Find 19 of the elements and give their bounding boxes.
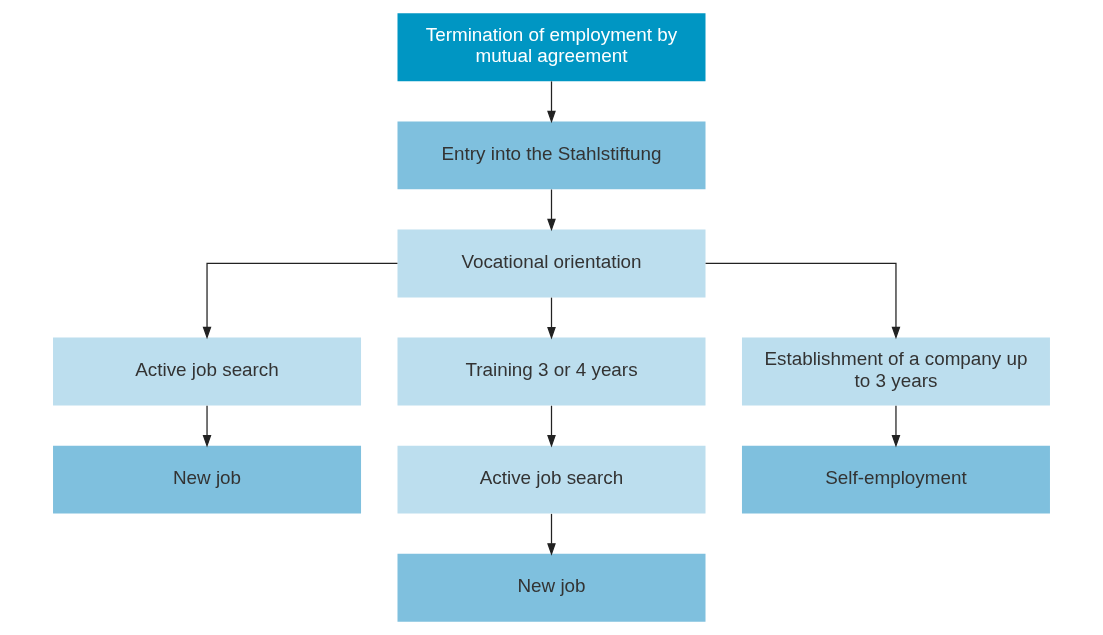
arrow — [202, 405, 212, 448]
node-box: Establishment of a company up to 3 years — [741, 337, 1050, 406]
node-box: Training 3 or 4 years — [397, 337, 706, 406]
node-box: New job — [53, 445, 362, 514]
node-box: Vocational orientation — [397, 229, 706, 298]
node-box: Self-employment — [741, 445, 1050, 514]
node-box: Entry into the Stahlstiftung — [397, 121, 706, 190]
arrow — [547, 80, 556, 124]
arrow — [891, 405, 901, 448]
arrow — [547, 405, 556, 448]
arrow — [202, 262, 399, 340]
node-box: Active job search — [397, 445, 706, 514]
node-box: New job — [397, 553, 706, 622]
node-box: Termination of employment by mutual agreement — [397, 13, 706, 82]
arrow — [704, 262, 901, 340]
arrow — [547, 513, 556, 556]
node-box: Active job search — [53, 337, 362, 406]
arrow — [547, 188, 556, 232]
arrow — [547, 297, 556, 340]
